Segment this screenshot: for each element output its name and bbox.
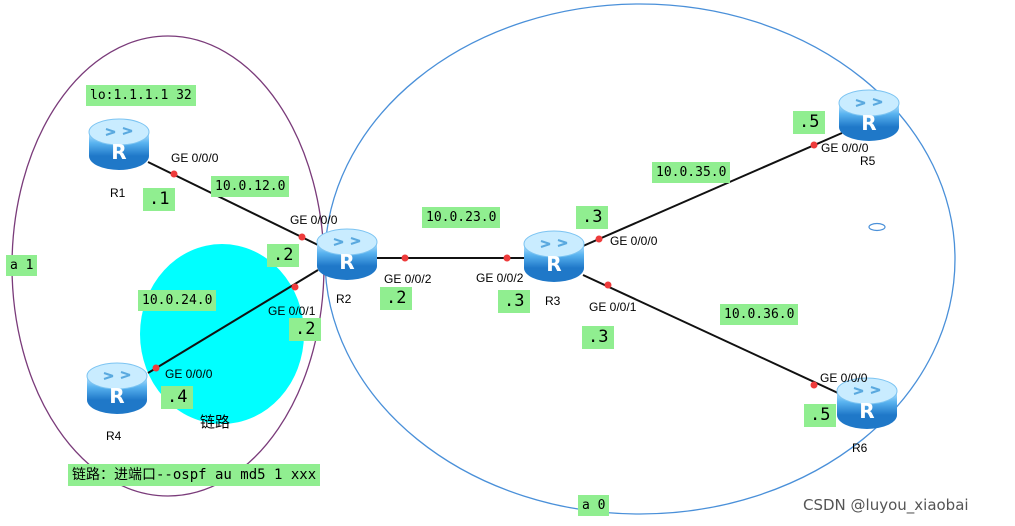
link-r3-r6 (582, 274, 839, 394)
router-r1-name: R1 (110, 186, 126, 200)
host-r5: .5 (793, 111, 826, 134)
port-dot-r2-ge000 (298, 233, 306, 241)
iface-r3-ge000: GE 0/0/0 (610, 234, 658, 248)
network-10-0-23-0: 10.0.23.0 (422, 207, 501, 228)
iface-r3-ge001: GE 0/0/1 (589, 300, 637, 314)
iface-r3-ge002: GE 0/0/2 (476, 271, 524, 285)
port-dot-r3-ge001 (604, 281, 612, 289)
network-10-0-24-0: 10.0.24.0 (138, 290, 217, 311)
watermark: CSDN @luyou_xiaobai (803, 496, 969, 514)
network-10-0-36-0: 10.0.36.0 (720, 304, 799, 325)
host-r4: .4 (161, 386, 194, 409)
network-10-0-35-0: 10.0.35.0 (652, 162, 731, 183)
iface-r2-ge000: GE 0/0/0 (290, 213, 338, 227)
router-r4-icon[interactable]: R (86, 362, 148, 414)
host-r3-n23: .3 (498, 290, 531, 313)
port-dot-r4-ge000 (152, 364, 160, 372)
loopback-label: lo:1.1.1.1 32 (86, 85, 196, 106)
host-r2-n24: .2 (289, 318, 322, 341)
iface-r4-ge000: GE 0/0/0 (165, 367, 213, 381)
svg-text:R: R (861, 111, 876, 135)
svg-text:R: R (859, 399, 874, 423)
iface-r6-ge000: GE 0/0/0 (820, 371, 868, 385)
host-r3-n35: .3 (576, 206, 609, 229)
host-r1: .1 (143, 188, 176, 211)
auth-note: 链路：进端口--ospf au md5 1 xxx (68, 464, 321, 486)
iface-r2-ge002: GE 0/0/2 (384, 272, 432, 286)
link-r4-r2 (147, 269, 319, 374)
port-dot-r3-ge002 (503, 254, 511, 262)
area-0-label: a 0 (578, 495, 610, 516)
link-r3-r5 (582, 132, 843, 247)
iface-r1-ge000: GE 0/0/0 (171, 151, 219, 165)
router-r2-icon[interactable]: R (316, 228, 378, 280)
host-r6: .5 (804, 404, 837, 427)
router-r2-name: R2 (336, 292, 352, 306)
port-dot-r5-ge000 (810, 141, 818, 149)
port-dot-r6-ge000 (810, 381, 818, 389)
router-r5-name: R5 (860, 154, 876, 168)
svg-text:R: R (109, 384, 124, 408)
iface-r5-ge000: GE 0/0/0 (821, 141, 869, 155)
port-dot-r2-ge001 (291, 283, 299, 291)
port-dot-r3-ge000 (595, 235, 603, 243)
router-r3-icon[interactable]: R (523, 230, 585, 282)
router-r6-icon[interactable]: R (836, 377, 898, 429)
link-area-highlight (140, 244, 304, 424)
svg-text:R: R (546, 252, 561, 276)
iface-r2-ge001: GE 0/0/1 (268, 304, 316, 318)
router-r6-name: R6 (852, 441, 868, 455)
network-10-0-12-0: 10.0.12.0 (211, 176, 290, 197)
port-dot-r1-ge000 (170, 170, 178, 178)
host-r2-n23: .2 (380, 287, 413, 310)
host-r3-n36: .3 (582, 326, 615, 349)
svg-text:R: R (111, 140, 126, 164)
host-r2-n12: .2 (267, 244, 300, 267)
port-dot-r2-ge002 (401, 254, 409, 262)
link-text-label: 链路 (200, 413, 231, 431)
router-r1-icon[interactable]: R (88, 118, 150, 170)
router-r4-name: R4 (106, 429, 122, 443)
small-oval-shape (868, 222, 886, 232)
router-r5-icon[interactable]: R (838, 89, 900, 141)
area-1-label: a 1 (6, 255, 38, 276)
svg-text:R: R (339, 250, 354, 274)
router-r3-name: R3 (545, 294, 561, 308)
